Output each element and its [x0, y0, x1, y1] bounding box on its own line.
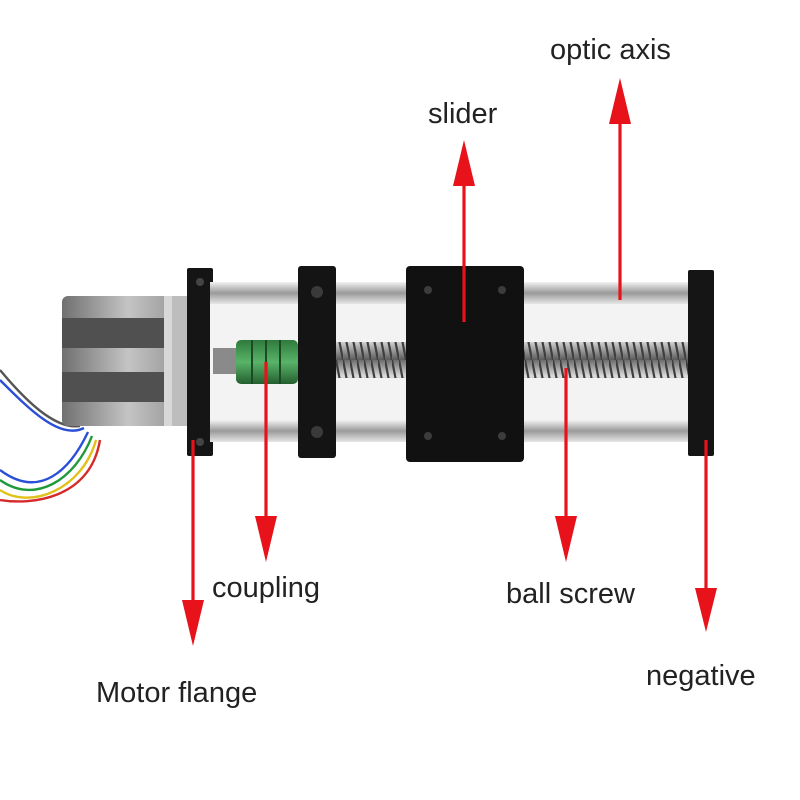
- arrow-motor-flange: [182, 440, 204, 646]
- label-negative: negative: [646, 660, 756, 692]
- stepper-motor: [62, 296, 194, 426]
- arrow-slider: [453, 140, 475, 322]
- label-coupling: coupling: [212, 572, 321, 604]
- label-slider: slider: [428, 98, 498, 130]
- arrow-coupling: [255, 362, 277, 562]
- end-plate: [688, 270, 714, 456]
- arrow-optic-axis: [609, 78, 631, 300]
- callout-arrows: [182, 78, 717, 646]
- motor-flange: [187, 268, 213, 456]
- label-ball-screw: ball screw: [506, 578, 635, 610]
- label-motor-flange: Motor flange: [96, 677, 258, 709]
- label-optic-axis: optic axis: [550, 34, 671, 66]
- motor-wires: [0, 369, 102, 503]
- arrow-ball-screw: [555, 368, 577, 562]
- bearing-block: [298, 266, 336, 458]
- slider-carriage: [406, 266, 524, 462]
- arrow-negative: [695, 440, 717, 632]
